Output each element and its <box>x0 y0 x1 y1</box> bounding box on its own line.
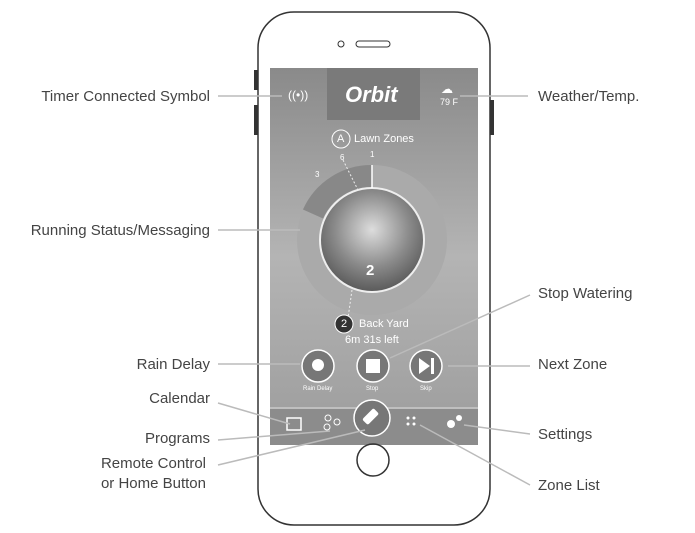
rain-delay-button[interactable] <box>302 355 334 387</box>
time-left: 6m 31s left <box>345 334 399 346</box>
callout-next-zone: Next Zone <box>538 356 608 373</box>
ring-label: 6 <box>340 153 345 162</box>
callout-running-status: Running Status/Messaging <box>30 222 210 239</box>
callout-rain-delay: Rain Delay <box>136 356 210 373</box>
temperature[interactable]: 79 F <box>440 97 459 107</box>
rain-delay-label: Rain Delay <box>303 386 333 392</box>
stop-icon <box>366 359 380 373</box>
program-badge <box>331 129 351 149</box>
skip-button[interactable] <box>410 355 442 387</box>
ring-label: 1 <box>370 150 375 159</box>
stop-button[interactable] <box>357 355 389 387</box>
zone-list-icon <box>406 416 416 426</box>
settings-icon <box>447 415 462 428</box>
remote-icon <box>362 408 379 425</box>
orbit-logo: Orbit <box>345 82 398 107</box>
speaker <box>355 40 391 48</box>
callout-calendar: Calendar <box>149 390 210 407</box>
rain-delay-icon <box>312 359 324 371</box>
skip-label: Skip <box>420 386 432 392</box>
front-camera <box>337 40 345 48</box>
timer-connected-icon[interactable]: ((•)) <box>288 88 309 102</box>
header-logo-box <box>327 68 420 120</box>
home-button <box>356 443 390 477</box>
callout-timer-connected: Timer Connected Symbol <box>41 88 210 105</box>
zone-name: Back Yard <box>359 318 409 330</box>
current-zone-number: 2 <box>366 262 375 279</box>
callout-settings: Settings <box>538 426 593 443</box>
ring-label: 3 <box>315 170 320 179</box>
program-letter: A <box>337 133 345 145</box>
callout-home-button: or Home Button <box>100 475 206 492</box>
callout-remote-control: Remote Control <box>100 455 206 472</box>
callout-stop-watering: Stop Watering <box>538 285 633 302</box>
callout-weather: Weather/Temp. <box>538 88 640 105</box>
callout-zone-list: Zone List <box>538 477 600 494</box>
callout-programs: Programs <box>144 430 210 447</box>
zone-badge <box>334 314 354 334</box>
calendar-icon <box>286 417 302 431</box>
callout-lines <box>217 95 531 486</box>
zone-badge-number: 2 <box>341 318 348 330</box>
weather-icon: ☁ <box>441 82 453 96</box>
program-name[interactable]: Lawn Zones <box>354 133 414 145</box>
programs-icon <box>323 414 341 431</box>
skip-icon <box>419 358 434 374</box>
stop-label: Stop <box>366 386 379 392</box>
